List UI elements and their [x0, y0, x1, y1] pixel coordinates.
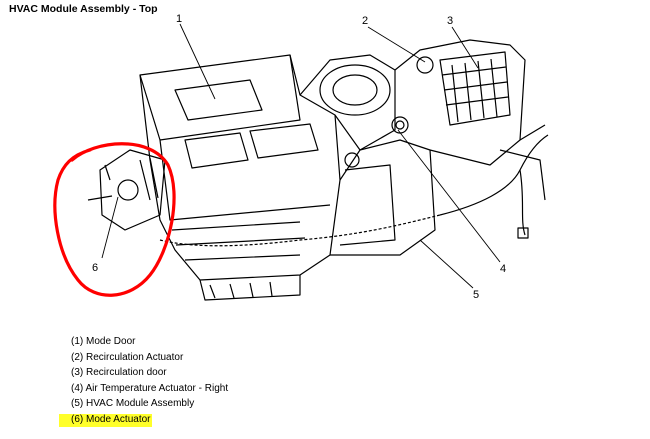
mode-door-recess [174, 79, 263, 121]
legend-item-highlighted: (6) Mode Actuator [58, 412, 228, 428]
mode-actuator-shape [99, 149, 166, 231]
legend-item: (5) HVAC Module Assembly [71, 398, 195, 410]
callout-2: 2 [362, 15, 368, 27]
red-highlight-circle [53, 142, 176, 297]
legend-item: (4) Air Temperature Actuator - Right [71, 382, 229, 394]
callout-3: 3 [447, 15, 453, 27]
legend-item: (1) Mode Door [71, 336, 136, 347]
parts-legend: (1) Mode Door (2) Recirculation Actuator… [58, 334, 229, 428]
callout-6: 6 [92, 262, 98, 274]
diagram-title: HVAC Module Assembly - Top [9, 3, 158, 15]
callout-4: 4 [500, 263, 506, 275]
callout-1: 1 [176, 13, 182, 25]
callout-5: 5 [473, 289, 479, 301]
hvac-module-drawing: 1 2 3 4 5 6 [53, 13, 549, 301]
legend-item: (2) Recirculation Actuator [71, 351, 184, 363]
legend-item: (3) Recirculation door [71, 367, 167, 379]
housing-body [139, 54, 341, 281]
